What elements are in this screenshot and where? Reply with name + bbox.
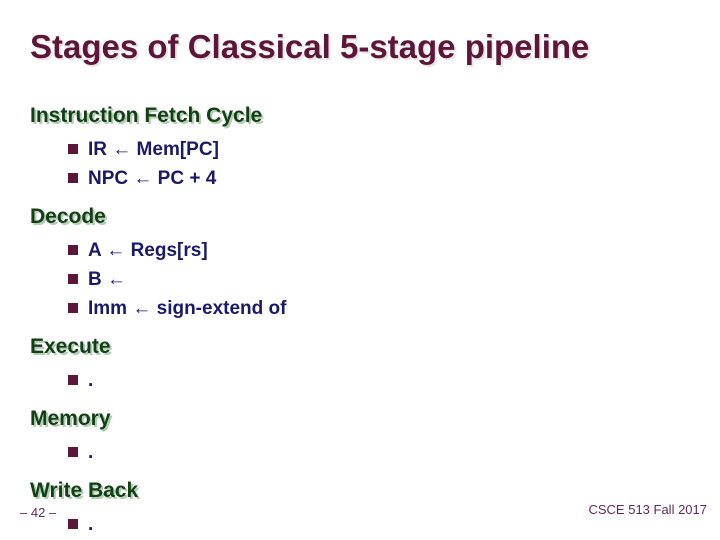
list-item: NPC ← PC + 4 [30, 164, 690, 193]
page-number: – 42 – [20, 505, 57, 520]
list-item: . [30, 438, 690, 467]
section-memory: Memory . [30, 405, 690, 467]
square-bullet-icon [68, 447, 78, 457]
bullet-list: . [30, 366, 690, 395]
bullet-list: A ← Regs[rs] B ← Imm ← sign-extend of [30, 236, 690, 323]
square-bullet-icon [68, 303, 78, 313]
bullet-text: IR ← Mem[PC] [88, 139, 219, 160]
list-item: IR ← Mem[PC] [30, 135, 690, 164]
bullet-text: . [88, 442, 94, 463]
bullet-text: NPC ← PC + 4 [88, 168, 217, 189]
square-bullet-icon [68, 144, 78, 154]
list-item: Imm ← sign-extend of [30, 294, 690, 323]
square-bullet-icon [68, 519, 78, 529]
course-label: CSCE 513 Fall 2017 [588, 502, 707, 517]
bullet-list: IR ← Mem[PC] NPC ← PC + 4 [30, 135, 690, 193]
bullet-text: A ← Regs[rs] [88, 240, 208, 261]
section-heading: Memory [30, 407, 111, 430]
section-heading: Instruction Fetch Cycle [30, 104, 263, 127]
section-decode: Decode A ← Regs[rs] B ← Imm ← sign-exten… [30, 203, 690, 323]
section-heading: Execute [30, 335, 111, 358]
slide-body: Instruction Fetch Cycle IR ← Mem[PC] NPC… [30, 102, 690, 539]
section-heading: Write Back [30, 479, 139, 502]
list-item: . [30, 510, 690, 539]
list-item: A ← Regs[rs] [30, 236, 690, 265]
bullet-list: . [30, 510, 690, 539]
section-heading: Decode [30, 205, 106, 228]
square-bullet-icon [68, 375, 78, 385]
bullet-text: B ← [88, 269, 126, 290]
list-item: . [30, 366, 690, 395]
square-bullet-icon [68, 274, 78, 284]
bullet-text: . [88, 514, 94, 535]
slide-title: Stages of Classical 5-stage pipeline [30, 28, 590, 65]
section-write-back: Write Back . [30, 477, 690, 539]
list-item: B ← [30, 265, 690, 294]
bullet-text: Imm ← sign-extend of [88, 298, 287, 319]
bullet-list: . [30, 438, 690, 467]
square-bullet-icon [68, 173, 78, 183]
section-execute: Execute . [30, 333, 690, 395]
bullet-text: . [88, 370, 94, 391]
section-instruction-fetch: Instruction Fetch Cycle IR ← Mem[PC] NPC… [30, 102, 690, 193]
square-bullet-icon [68, 245, 78, 255]
